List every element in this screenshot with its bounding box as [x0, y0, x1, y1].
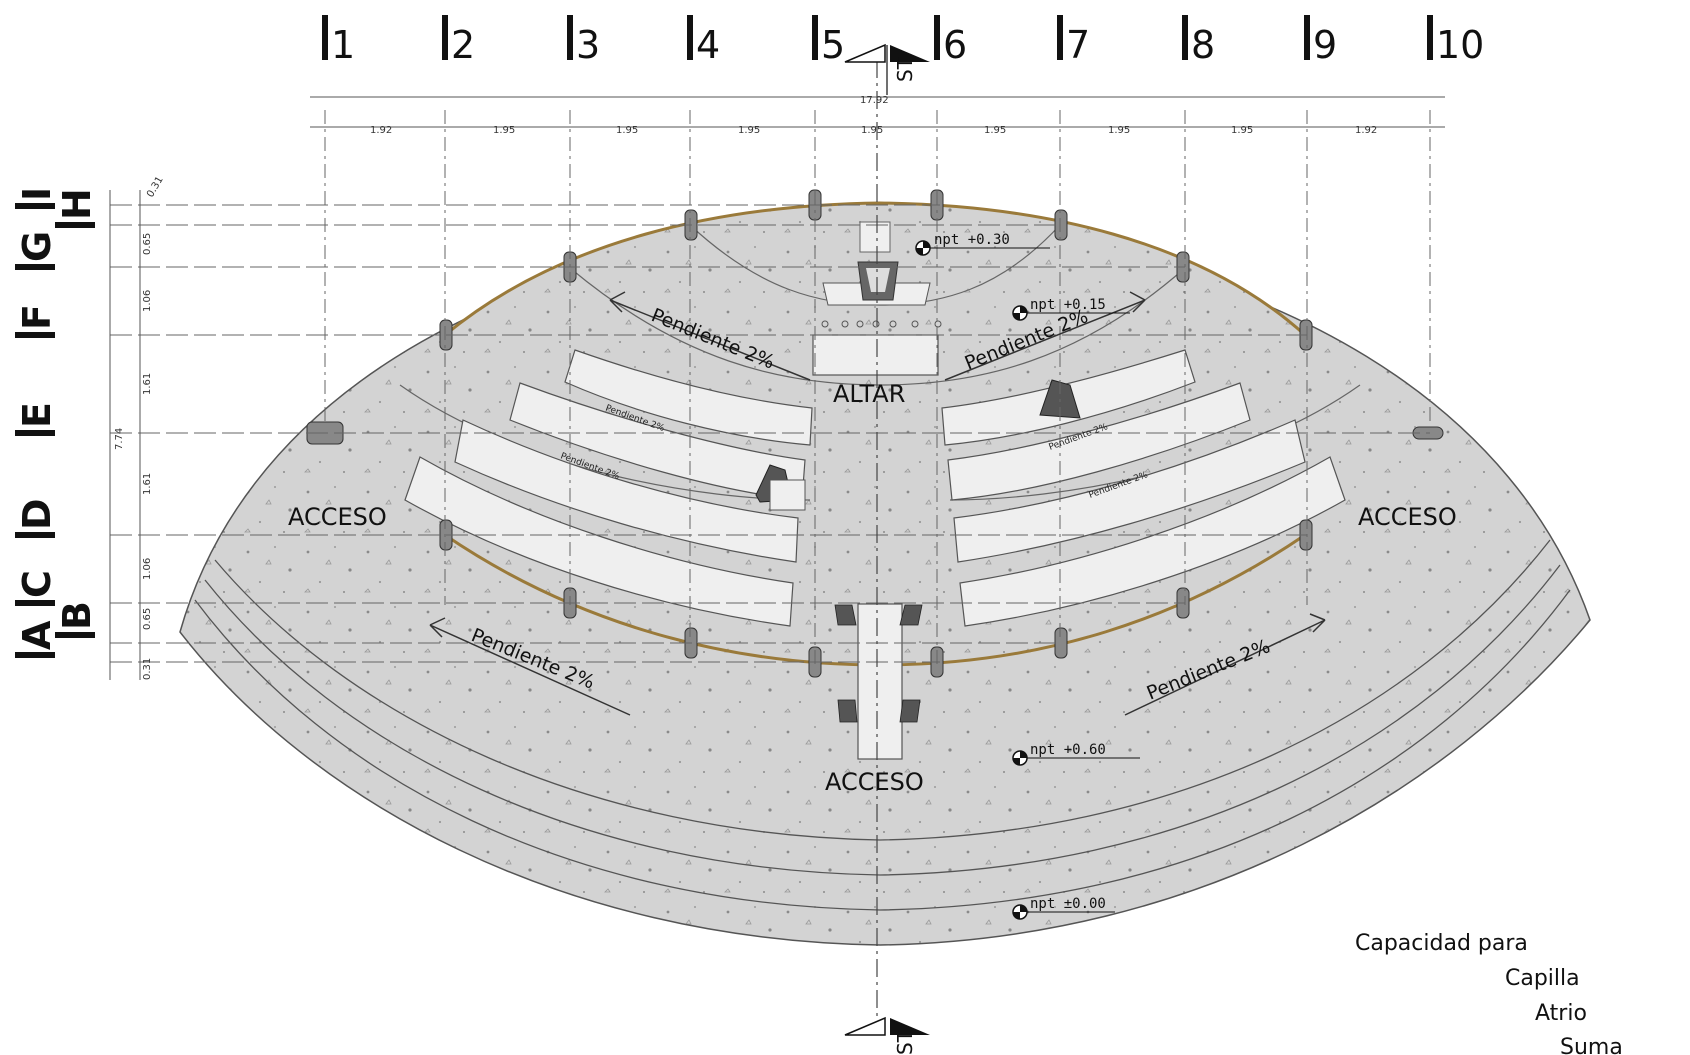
pew-right-4 [959, 456, 1346, 627]
chapel-floor [445, 203, 1305, 665]
altar-rail-dots [821, 320, 942, 328]
atrium-steps [194, 539, 1571, 911]
level-label-access: npt +0.60 [1030, 742, 1106, 758]
grid-row-lines [110, 204, 1430, 663]
capacity-chapel: Capilla [1505, 966, 1580, 991]
row-spacing-fg: 1.06 [142, 290, 153, 312]
row-label-i: I [15, 187, 59, 201]
pew-left-3 [454, 419, 799, 563]
row-spacing-ef: 1.61 [142, 373, 153, 395]
col-spacing-5: 1.95 [861, 125, 883, 136]
pew-left-1 [564, 349, 813, 446]
column-h7 [1054, 209, 1068, 241]
row-label-a: A [15, 620, 59, 650]
capacity-total: Suma [1560, 1035, 1623, 1055]
row-label-d: D [15, 498, 59, 530]
pew-right-2 [947, 382, 1251, 501]
level-label-ground: npt ±0.00 [1030, 896, 1106, 912]
row-markers [15, 203, 95, 658]
figure-icon-left [755, 464, 806, 511]
section-label-bottom: ST [893, 1029, 917, 1055]
column-label-2: 2 [451, 23, 475, 67]
capacity-atrium: Atrio [1535, 1001, 1587, 1026]
column-label-9: 9 [1313, 23, 1337, 67]
column-markers [322, 15, 1433, 60]
level-marker-ground [1012, 904, 1115, 920]
total-height-dim: 7.74 [114, 428, 125, 450]
col-spacing-6: 1.95 [984, 125, 1006, 136]
level-marker-upper [1012, 305, 1130, 321]
altar-label: ALTAR [833, 380, 905, 408]
slope-arrows [429, 291, 1326, 716]
pews-left [404, 349, 813, 627]
column-label-8: 8 [1191, 23, 1215, 67]
row-spacing-cd: 1.06 [142, 558, 153, 580]
col-spacing-7: 1.95 [1108, 125, 1130, 136]
pew-right-3 [953, 419, 1306, 563]
col-spacing-4: 1.95 [738, 125, 760, 136]
row-spacing-ab: 0.31 [142, 658, 153, 680]
level-label-altar: npt +0.30 [934, 232, 1010, 248]
row-label-h: H [55, 188, 99, 220]
altar-chair-icon [857, 261, 899, 301]
row-label-g: G [15, 231, 59, 262]
access-left-label: ACCESO [288, 503, 387, 531]
col-spacing-8: 1.95 [1231, 125, 1253, 136]
column-label-7: 7 [1066, 23, 1090, 67]
row-spacing-bc: 0.65 [142, 608, 153, 630]
total-width-dim: 17.92 [860, 95, 889, 106]
row-spacing-de: 1.61 [142, 473, 153, 495]
row-spacing-gh: 0.65 [142, 233, 153, 255]
level-marker-altar [915, 240, 1050, 256]
column-label-1: 1 [331, 23, 355, 67]
column-label-4: 4 [696, 23, 720, 67]
pew-left-4 [404, 456, 794, 627]
access-bottom-label: ACCESO [825, 768, 924, 796]
level-marker-access [1012, 750, 1140, 766]
dimension-lines [109, 96, 1445, 680]
col-spacing-1: 1.92 [370, 125, 392, 136]
column-label-6: 6 [943, 23, 967, 67]
column-label-10: 10 [1436, 23, 1484, 67]
row-label-c: C [15, 570, 59, 598]
access-right-label: ACCESO [1358, 503, 1457, 531]
section-marker-bottom [844, 1016, 930, 1036]
grid-column-lines [324, 110, 1431, 665]
row-label-b: B [55, 601, 99, 630]
capacity-title: Capacidad para [1355, 931, 1528, 956]
column-label-3: 3 [576, 23, 600, 67]
aisle-figures [834, 604, 923, 723]
row-spacing-hi: 0.31 [145, 175, 166, 200]
row-label-f: F [15, 304, 59, 330]
col-spacing-2: 1.95 [493, 125, 515, 136]
column-label-5: 5 [821, 23, 845, 67]
section-label-top: ST [893, 56, 917, 82]
row-label-e: E [15, 402, 59, 428]
col-spacing-9: 1.92 [1355, 125, 1377, 136]
level-label-upper: npt +0.15 [1030, 297, 1106, 313]
col-spacing-3: 1.95 [616, 125, 638, 136]
altar-lectern [859, 221, 891, 253]
section-marker-top [844, 43, 930, 95]
central-aisle [857, 603, 903, 760]
altar-platform [812, 334, 939, 376]
column-b7 [1054, 627, 1068, 659]
